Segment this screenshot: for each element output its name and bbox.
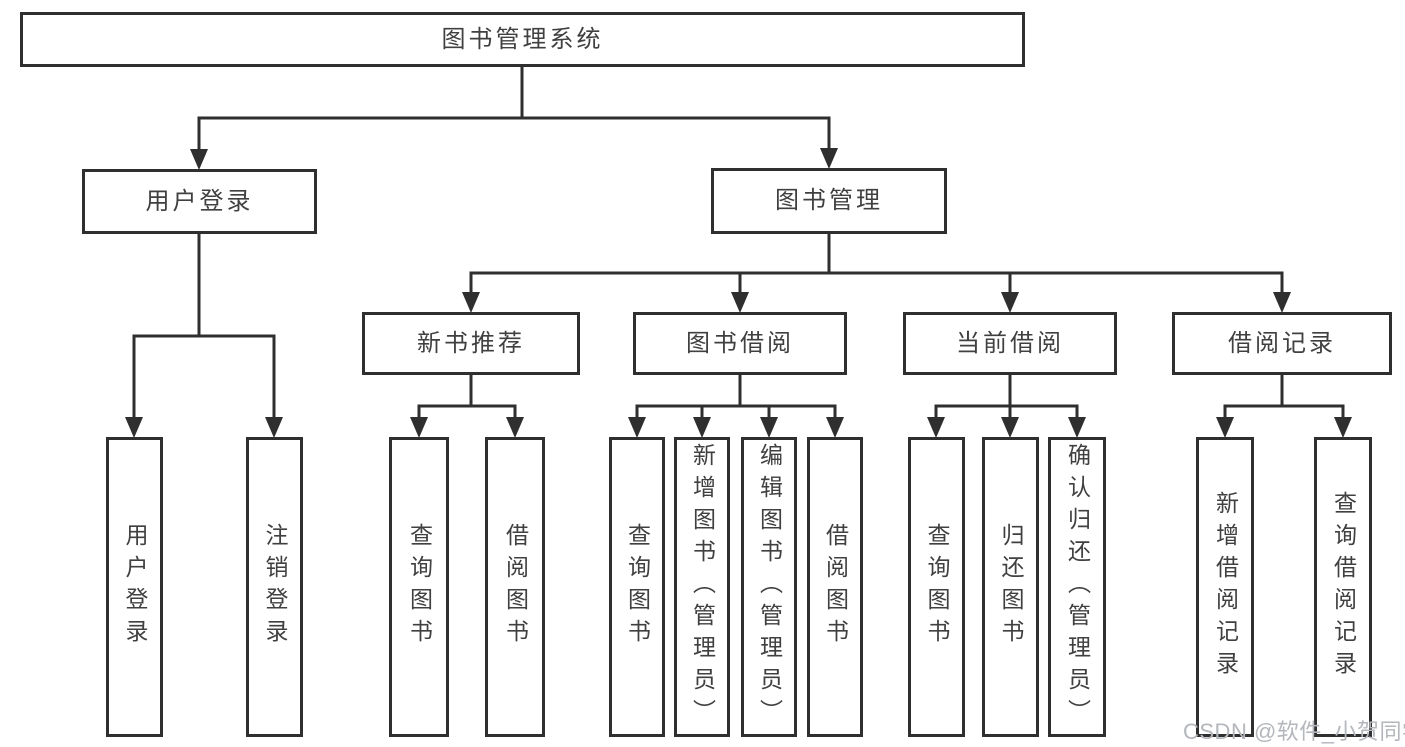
arrowhead-icons [125, 148, 1352, 438]
node-book-borrowing: 图书借阅 [633, 312, 847, 375]
node-current-borrowing: 当前借阅 [903, 312, 1117, 375]
node-label: 注销登录 [262, 523, 288, 651]
leaf-query-books-recommend: 查询图书 [389, 437, 449, 737]
node-label: 图书管理 [775, 187, 883, 214]
leaf-add-books-admin: 新增图书（管理员） [674, 437, 730, 737]
node-label: 查询图书 [924, 523, 950, 651]
leaf-return-books: 归还图书 [982, 437, 1039, 737]
node-borrowing-records: 借阅记录 [1172, 312, 1392, 375]
node-label: 图书借阅 [686, 329, 794, 357]
node-label: 查询图书 [624, 523, 651, 651]
leaf-query-borrow-record: 查询借阅记录 [1314, 437, 1372, 737]
node-label: 用户登录 [145, 187, 254, 215]
node-user-login: 用户登录 [82, 169, 317, 234]
node-label: 查询借阅记录 [1330, 491, 1357, 683]
node-label: 图书管理系统 [441, 25, 604, 53]
leaf-query-books-current: 查询图书 [908, 437, 965, 737]
leaf-edit-books-admin: 编辑图书（管理员） [741, 437, 797, 737]
node-label: 用户登录 [122, 523, 148, 651]
node-book-management: 图书管理 [711, 168, 947, 234]
leaf-logout: 注销登录 [246, 437, 303, 737]
csdn-watermark: CSDN @软件_小贺同学 [1183, 719, 1405, 744]
node-label: 新增图书（管理员） [689, 443, 716, 731]
node-label: 确认归还（管理员） [1064, 443, 1091, 731]
node-label: 编辑图书（管理员） [756, 443, 783, 731]
leaf-confirm-return-admin: 确认归还（管理员） [1048, 437, 1106, 737]
node-label: 新增借阅记录 [1212, 491, 1239, 683]
node-label: 查询图书 [406, 523, 433, 651]
leaf-borrow-books-recommend: 借阅图书 [485, 437, 545, 737]
node-label: 借阅图书 [502, 523, 529, 651]
node-label: 借阅图书 [822, 523, 849, 651]
leaf-user-login: 用户登录 [106, 437, 163, 737]
leaf-add-borrow-record: 新增借阅记录 [1196, 437, 1254, 737]
leaf-query-books-borrowing: 查询图书 [609, 437, 665, 737]
node-label: 归还图书 [998, 523, 1024, 651]
leaf-borrow-books-borrowing: 借阅图书 [807, 437, 863, 737]
node-label: 借阅记录 [1228, 329, 1336, 357]
node-label: 新书推荐 [417, 329, 525, 357]
node-new-book-recommend: 新书推荐 [362, 312, 580, 375]
node-library-management-system: 图书管理系统 [20, 12, 1025, 67]
node-label: 当前借阅 [956, 329, 1064, 357]
